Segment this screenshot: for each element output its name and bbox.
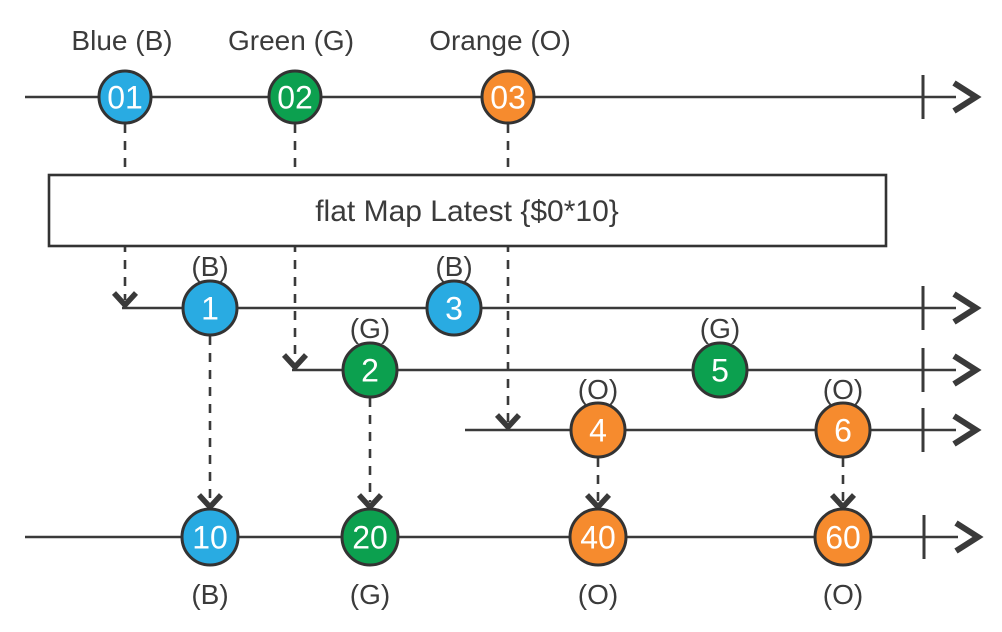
marble-value: 01 <box>107 80 143 116</box>
arrowhead-down-icon <box>196 493 224 512</box>
arrowhead-down-icon <box>111 291 139 310</box>
marble-value: 6 <box>834 413 852 449</box>
marble-tag: (G) <box>350 579 390 610</box>
marble-tag: (O) <box>578 579 618 610</box>
arrowhead-right-icon <box>952 413 982 447</box>
arrowhead-down-icon <box>829 493 857 512</box>
inner-timeline-green <box>292 348 982 392</box>
arrowhead-down-icon <box>356 493 384 512</box>
marble-6: 6 <box>814 401 872 459</box>
marble-tag: (B) <box>191 579 228 610</box>
dashed-connector-inner-2 <box>356 398 384 512</box>
marble-20: 20 <box>340 507 400 567</box>
marble-5: 5 <box>691 341 749 399</box>
marble-value: 02 <box>277 80 313 116</box>
arrowhead-right-icon <box>954 520 984 554</box>
marble-03: 03 <box>480 69 536 125</box>
marble-tag: (O) <box>823 374 863 405</box>
marble-tag: (B) <box>191 251 228 282</box>
inner-timeline-orange <box>465 408 982 452</box>
arrowhead-down-icon <box>584 493 612 512</box>
marble-value: 20 <box>352 520 388 556</box>
dashed-connector-source-orange <box>494 124 522 432</box>
marble-1: 1 <box>181 279 239 337</box>
marble-40: 40 <box>568 507 628 567</box>
marble-4: 4 <box>569 401 627 459</box>
legend-orange: Orange (O) <box>429 25 571 56</box>
dashed-connector-inner-4 <box>584 458 612 512</box>
marble-02: 02 <box>267 69 323 125</box>
marble-value: 10 <box>192 520 228 556</box>
marble-tag: (B) <box>435 251 472 282</box>
operator-label: flat Map Latest {$0*10} <box>315 195 619 228</box>
marble-value: 60 <box>825 520 861 556</box>
legend-green: Green (G) <box>228 25 354 56</box>
inner-timeline-blue <box>122 286 982 330</box>
legend-blue: Blue (B) <box>71 25 172 56</box>
arrowhead-down-icon <box>281 353 309 372</box>
marble-tag: (G) <box>350 313 390 344</box>
marble-3: 3 <box>425 279 483 337</box>
arrowhead-right-icon <box>952 291 982 325</box>
marble-value: 1 <box>201 291 219 327</box>
marble-tag: (O) <box>578 374 618 405</box>
marble-tag: (O) <box>823 579 863 610</box>
marble-value: 3 <box>445 291 463 327</box>
dashed-connector-inner-6 <box>829 458 857 512</box>
marble-01: 01 <box>97 69 153 125</box>
arrowhead-right-icon <box>952 353 982 387</box>
marble-10: 10 <box>180 507 240 567</box>
marble-value: 2 <box>361 353 379 389</box>
marble-tag: (G) <box>700 313 740 344</box>
marble-value: 5 <box>711 353 729 389</box>
marble-60: 60 <box>813 507 873 567</box>
operator-box: flat Map Latest {$0*10} <box>47 173 888 248</box>
marble-value: 40 <box>580 520 616 556</box>
dashed-connector-inner-1 <box>196 336 224 512</box>
marble-value: 03 <box>490 80 526 116</box>
marble-2: 2 <box>341 341 399 399</box>
arrowhead-down-icon <box>494 413 522 432</box>
marble-value: 4 <box>589 413 607 449</box>
arrowhead-right-icon <box>952 80 982 114</box>
